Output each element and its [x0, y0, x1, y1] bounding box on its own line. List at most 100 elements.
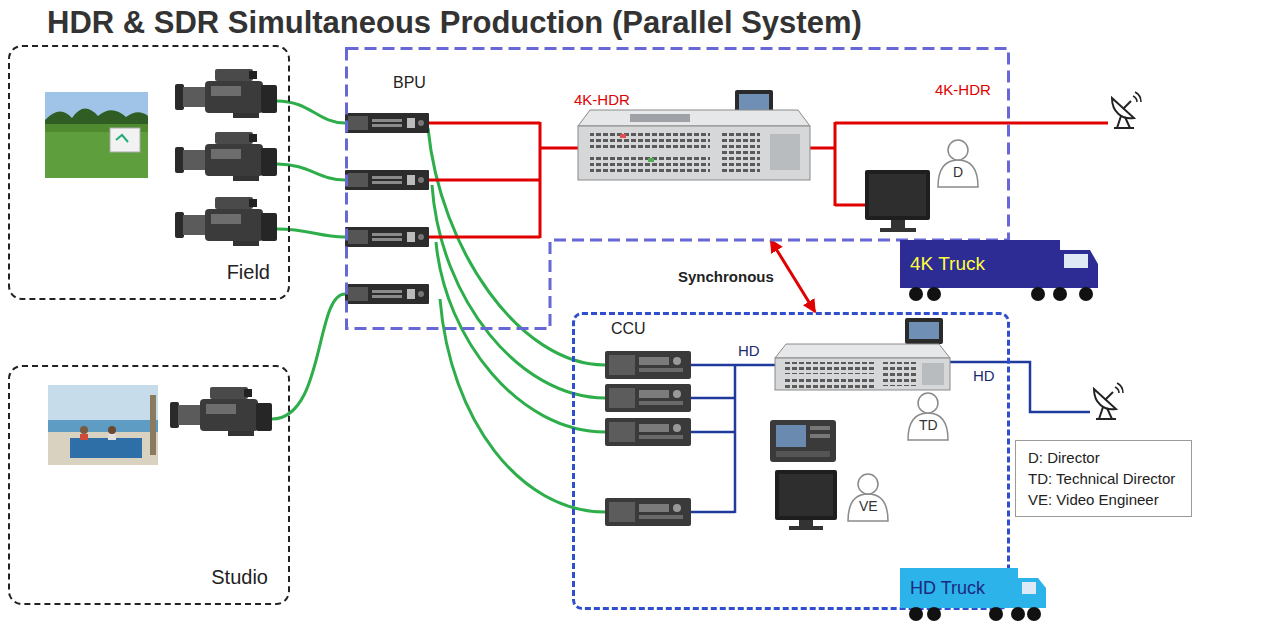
switcher-hd-part [882, 362, 916, 386]
field-photo-part [45, 92, 148, 178]
monitor [775, 470, 837, 530]
switcher-4k-part [648, 158, 654, 162]
operator-body [848, 494, 888, 521]
switcher-hd-part [922, 363, 944, 385]
bpu-unit [345, 170, 429, 190]
truck-icon: 4K Truck [900, 240, 1098, 302]
switcher-4k-part [630, 114, 690, 122]
camera-cable-part [277, 101, 345, 123]
truck-label: 4K Truck [910, 253, 985, 275]
switcher-4k-part [590, 156, 710, 174]
studio-photo-part [48, 385, 158, 420]
hdr-signal-line [429, 122, 1108, 238]
monitor-part [891, 220, 905, 228]
abbreviation-entry: D: Director [1028, 447, 1175, 468]
unit-label: BPU [393, 74, 426, 92]
abbreviation-entry: TD: Technical Director [1028, 468, 1175, 489]
switcher-hd-part [909, 322, 939, 339]
camera [175, 69, 277, 118]
truck-icon: HD Truck [900, 568, 1046, 622]
connector-label: Synchronous [676, 268, 776, 285]
field-photo-part [45, 108, 148, 124]
hdr-signal-line-part [810, 122, 1108, 206]
studio-photo-part [150, 395, 156, 455]
monitor-part [775, 470, 837, 520]
signal-label: 4K-HDR [574, 91, 630, 108]
field-photo-part [110, 128, 140, 152]
satellite-dish [1094, 383, 1123, 419]
operator-icon: TD [905, 392, 951, 442]
operator-icon: VE [845, 473, 891, 523]
switcher-hd [775, 318, 950, 390]
recorder-part [776, 451, 830, 457]
studio-photo-part [48, 420, 158, 432]
location-box: Studio [8, 365, 290, 605]
truck-window [1064, 254, 1088, 268]
recorder-part [770, 420, 836, 462]
truck-body [900, 568, 1018, 608]
location-label: Studio [211, 566, 268, 589]
truck-wheel [1011, 607, 1025, 621]
field-photo-part [116, 135, 128, 142]
truck-wheel [909, 287, 923, 301]
ccu-unit [605, 351, 691, 379]
camera [175, 132, 277, 181]
studio-photo-part [80, 426, 88, 434]
truck-wheel [1053, 287, 1067, 301]
camera-cable [272, 101, 605, 512]
truck-wheel [927, 287, 941, 301]
operator-body [938, 160, 978, 187]
ccu-unit [605, 498, 691, 526]
switcher-4k-part [578, 110, 810, 126]
bpu-unit [345, 227, 429, 247]
camera-cable-part [440, 299, 605, 512]
switcher-4k-part [590, 132, 710, 150]
switcher-hd-part [785, 362, 875, 374]
truck-wheel [927, 607, 941, 621]
signal-label: HD [973, 367, 995, 384]
studio-photo-part [80, 434, 88, 440]
truck-cab [1060, 250, 1098, 288]
abbreviation-key: D: DirectorTD: Technical DirectorVE: Vid… [1015, 440, 1192, 517]
hd-signal-line-part [950, 362, 1090, 412]
camera-cable-part [277, 164, 345, 180]
switcher-hd-part [785, 376, 875, 388]
recorder [770, 420, 836, 462]
switcher-hd-part [775, 358, 950, 390]
recorder-part [810, 434, 830, 438]
studio-photo-part [108, 434, 116, 440]
studio-photo-part [108, 426, 116, 434]
switcher-4k-part [720, 132, 760, 174]
field-photo [45, 92, 148, 178]
abbreviation-entry: VE: Video Engineer [1028, 489, 1175, 510]
unit-label: CCU [611, 320, 646, 338]
studio-photo-part [48, 385, 158, 465]
recorder-part [776, 425, 806, 447]
operator-initials: VE [859, 498, 878, 514]
switcher-4k-part [770, 134, 800, 170]
sync-arrow [771, 240, 815, 312]
monitor-part [869, 174, 926, 216]
camera [170, 387, 272, 436]
monitor-part [789, 526, 823, 530]
truck-wheel [1031, 287, 1045, 301]
location-label: Field [227, 261, 270, 284]
truck-wheel [1027, 607, 1041, 621]
operator-head [918, 393, 938, 413]
operator-head [858, 474, 878, 494]
signal-label: 4K-HDR [935, 81, 991, 98]
hd-signal-line-part [691, 364, 775, 513]
monitor-part [880, 228, 916, 232]
monitor-part [799, 520, 813, 526]
hdr-signal-line-part [429, 122, 578, 238]
ccu-unit [605, 384, 691, 412]
monitor [865, 170, 930, 232]
switcher-4k-part [620, 134, 626, 138]
camera-cable-part [277, 229, 345, 237]
monitor-part [865, 170, 930, 220]
switcher-hd-part [905, 318, 943, 344]
camera [175, 197, 277, 246]
